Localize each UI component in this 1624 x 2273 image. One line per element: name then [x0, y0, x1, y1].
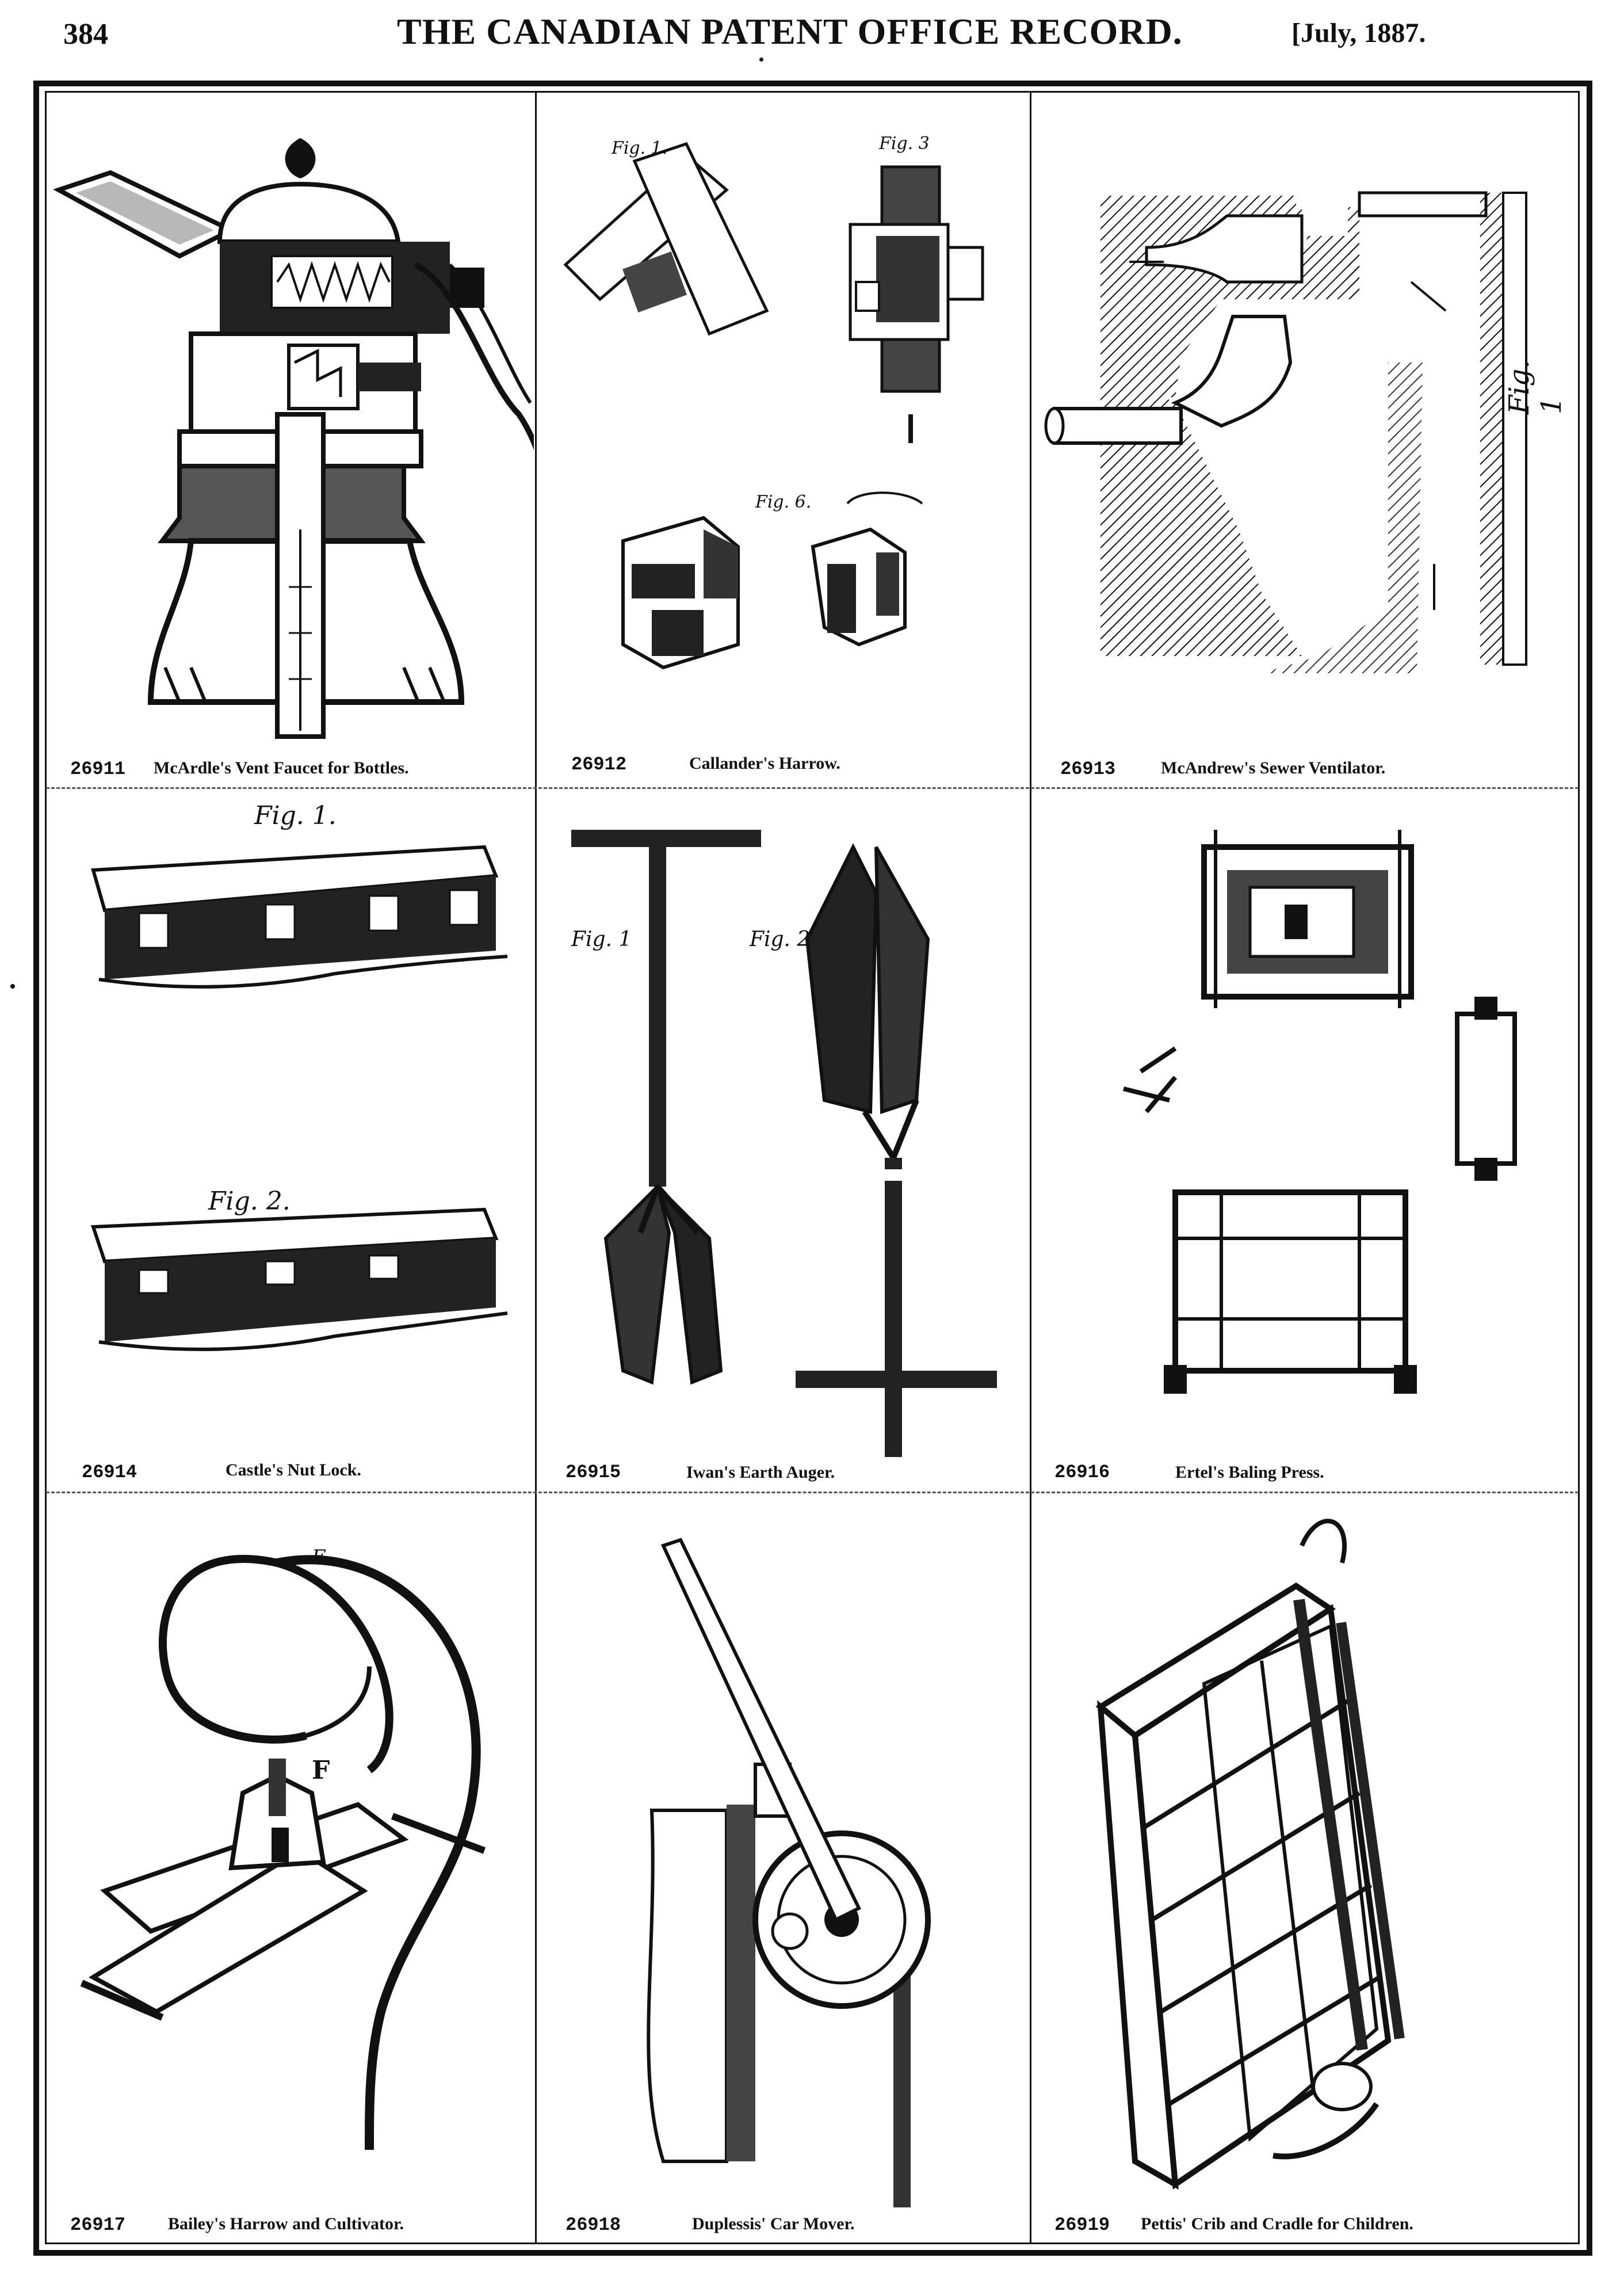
column-divider-2 [1030, 92, 1031, 2244]
patent-title: Callander's Harrow. [689, 754, 840, 773]
patent-number: 26913 [1060, 758, 1116, 780]
patent-title: Duplessis' Car Mover. [692, 2214, 855, 2233]
fig-label: Fig. 1. [254, 801, 337, 830]
row-divider-1 [46, 787, 1579, 789]
patent-number: 26916 [1054, 1462, 1110, 1483]
crib-cradle-illustration [1095, 1519, 1405, 2190]
patent-cell-26915: Fig. 1 Fig. 2 26915 Iwan's Earth Auger. [537, 790, 1029, 1490]
plate-outer-border [33, 81, 1592, 2256]
patent-title: McAndrew's Sewer Ventilator. [1161, 758, 1386, 777]
patent-cell-26916: 26916 Ertel's Baling Press. [1031, 790, 1578, 1490]
patent-cell-26919: 26919 Pettis' Crib and Cradle for Childr… [1031, 1494, 1578, 2242]
patent-title: Iwan's Earth Auger. [686, 1463, 835, 1482]
fig-label: Fig. 1 [571, 928, 632, 951]
page-header: 384 THE CANADIAN PATENT OFFICE RECORD. [… [0, 0, 1624, 75]
patent-cell-26911: 26911 McArdle's Vent Faucet for Bottles. [47, 92, 534, 786]
baling-press-illustration [1123, 830, 1517, 1394]
margin-dot [10, 984, 15, 989]
header-dot [759, 58, 763, 62]
patent-title: Ertel's Baling Press. [1175, 1463, 1324, 1482]
vent-faucet-illustration [53, 138, 534, 739]
patent-title: Bailey's Harrow and Cultivator. [168, 2214, 404, 2233]
patent-number: 26917 [70, 2214, 126, 2236]
harrow-illustration [563, 142, 984, 670]
patent-cell-26913: Fig. 1 26913 McAndrew's Sewer Ventilator… [1031, 92, 1578, 786]
patent-cell-26917: F E 26917 Bailey's Harrow and Cultivator… [47, 1494, 534, 2242]
patent-number: 26912 [571, 754, 627, 775]
row-divider-2 [46, 1492, 1579, 1493]
fig-label: E [312, 1546, 326, 1569]
page-number: 384 [63, 18, 108, 51]
car-mover-illustration [647, 1538, 931, 2207]
sewer-ventilator-illustration [1044, 191, 1527, 673]
patent-number: 26918 [565, 2214, 621, 2236]
fig-label: Fig. 2 [750, 928, 811, 951]
journal-title: THE CANADIAN PATENT OFFICE RECORD. [397, 11, 1183, 52]
patent-number: 26915 [565, 1462, 621, 1483]
plate-inner-border [45, 91, 1580, 2244]
patent-cell-26914: Fig. 1. Fig. 2. 26914 Castle's Nut Lock. [47, 790, 534, 1490]
earth-auger-illustration [571, 830, 997, 1457]
patent-number: 26914 [82, 1462, 137, 1483]
patent-number: 26919 [1054, 2214, 1110, 2236]
patent-cell-26912: Fig. 1. Fig. 3 Fig. 6. 26912 Callander's… [537, 92, 1029, 786]
fig-label: Fig. 6. [755, 492, 812, 512]
patent-number: 26911 [70, 758, 126, 780]
fig-label: Fig. 1. [612, 138, 668, 158]
issue-date: [July, 1887. [1291, 18, 1426, 48]
patent-title: McArdle's Vent Faucet for Bottles. [154, 758, 409, 777]
fig-label: F [312, 1756, 330, 1785]
fig-label: Fig. 2. [208, 1187, 291, 1216]
nut-lock-illustration [90, 845, 508, 1351]
harrow-cultivator-illustration [80, 1555, 486, 2150]
patent-title: Pettis' Crib and Cradle for Children. [1141, 2214, 1413, 2233]
fig-label: Fig. 1 [1503, 360, 1568, 414]
fig-label: Fig. 3 [879, 134, 930, 154]
patent-cell-26918: 26918 Duplessis' Car Mover. [537, 1494, 1029, 2242]
column-divider-1 [535, 92, 537, 2244]
patent-title: Castle's Nut Lock. [226, 1460, 361, 1479]
